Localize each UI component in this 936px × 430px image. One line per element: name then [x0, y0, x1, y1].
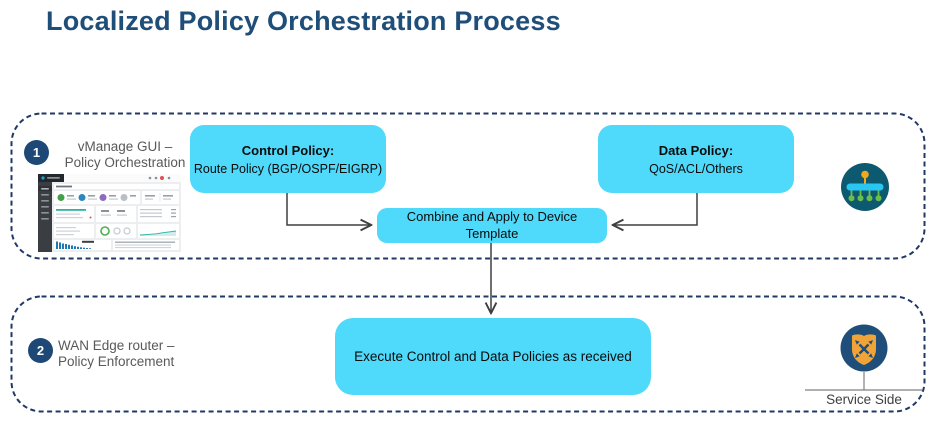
control-policy-subtitle: Route Policy (BGP/OSPF/EIGRP)	[193, 161, 383, 176]
execute-policies-label: Execute Control and Data Policies as rec…	[354, 349, 632, 364]
section-enforcement: 2 WAN Edge router – Policy Enforcement	[10, 295, 926, 413]
section1-label: vManage GUI – Policy Orchestration	[50, 139, 200, 171]
combine-apply-label: Combine and Apply to Device Template	[406, 209, 578, 241]
step-number-badge: 1	[24, 140, 49, 165]
data-policy-title: Data Policy:	[658, 142, 734, 158]
section2-label: WAN Edge router – Policy Enforcement	[58, 338, 175, 370]
control-policy-box: Control Policy: Route Policy (BGP/OSPF/E…	[190, 125, 386, 193]
service-side-label: Service Side	[826, 392, 902, 407]
section2-label-line2: Policy Enforcement	[58, 353, 175, 369]
page-title: Localized Policy Orchestration Process	[46, 6, 561, 36]
section-orchestration: 1 vManage GUI – Policy Orchestration	[10, 112, 926, 260]
combine-apply-box: Combine and Apply to Device Template	[377, 208, 607, 243]
section1-label-line2: Policy Orchestration	[64, 154, 186, 170]
step-number-badge: 2	[28, 338, 53, 363]
control-policy-title: Control Policy:	[241, 142, 335, 158]
wan-edge-shield-icon	[840, 324, 888, 372]
step-number-text: 2	[36, 343, 45, 358]
data-policy-subtitle: QoS/ACL/Others	[649, 161, 743, 176]
section1-dashed-border	[10, 112, 926, 260]
section1-label-line1: vManage GUI –	[77, 139, 173, 154]
vmanage-dashboard-thumbnail	[38, 174, 181, 252]
section2-label-line1: WAN Edge router –	[58, 338, 175, 353]
vmanage-controller-icon	[841, 163, 889, 211]
execute-policies-box: Execute Control and Data Policies as rec…	[335, 318, 651, 395]
data-policy-box: Data Policy: QoS/ACL/Others	[598, 125, 794, 193]
section2-dashed-border	[10, 295, 926, 413]
step-number-text: 1	[32, 145, 41, 160]
